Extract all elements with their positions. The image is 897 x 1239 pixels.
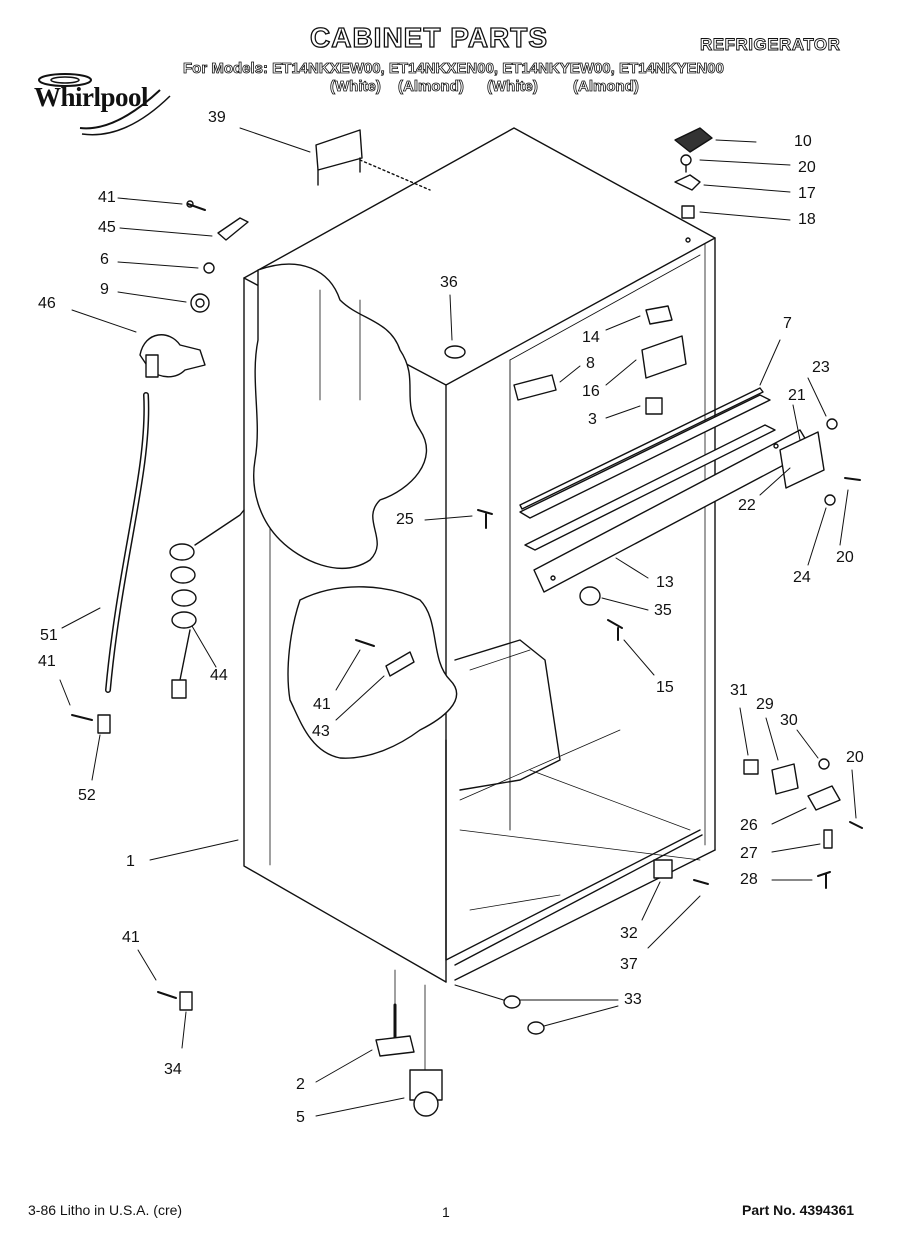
- callout-3: 3: [588, 411, 597, 428]
- callout-28: 28: [740, 871, 758, 888]
- callout-45: 45: [98, 219, 116, 236]
- callout-43: 43: [312, 723, 330, 740]
- callout-8: 8: [586, 355, 595, 372]
- color-label-4: (Almond): [573, 78, 640, 96]
- callout-21: 21: [788, 387, 806, 404]
- callout-2: 2: [296, 1076, 305, 1093]
- page-subtitle: REFRIGERATOR: [700, 35, 841, 55]
- callout-41: 41: [98, 189, 116, 206]
- footer-print-info: 3-86 Litho in U.S.A. (cre): [28, 1202, 183, 1218]
- callout-25: 25: [396, 511, 414, 528]
- callout-13: 13: [656, 574, 674, 591]
- model-list: For Models: ET14NKXEW00, ET14NKXEN00, ET…: [183, 60, 725, 78]
- callout-10: 10: [794, 133, 812, 150]
- callout-32: 32: [620, 925, 638, 942]
- top-hinge-parts: [674, 127, 713, 243]
- callout-31: 31: [730, 682, 748, 699]
- callout-41d: 41: [122, 929, 140, 946]
- callout-20c: 20: [846, 749, 864, 766]
- color-label-2: (Almond): [398, 78, 465, 96]
- callout-22: 22: [738, 497, 756, 514]
- callout-29: 29: [756, 696, 774, 713]
- callout-5: 5: [296, 1109, 305, 1126]
- callout-34: 34: [164, 1061, 182, 1078]
- callout-20b: 20: [836, 549, 854, 566]
- callout-44: 44: [210, 667, 228, 684]
- callout-18: 18: [798, 211, 816, 228]
- callout-35: 35: [654, 602, 672, 619]
- callout-20: 20: [798, 159, 816, 176]
- footer-page-number: 1: [442, 1204, 450, 1220]
- callout-37: 37: [620, 956, 638, 973]
- callout-27: 27: [740, 845, 758, 862]
- callout-7: 7: [783, 315, 792, 332]
- callout-46: 46: [38, 295, 56, 312]
- callout-1: 1: [126, 853, 135, 870]
- page-title: CABINET PARTS: [309, 21, 549, 53]
- footer-part-number: Part No. 4394361: [742, 1202, 855, 1218]
- callout-52: 52: [78, 787, 96, 804]
- callout-15: 15: [656, 679, 674, 696]
- callout-33: 33: [624, 991, 642, 1008]
- brand-logo: Whirlpool: [20, 70, 190, 148]
- small-parts: [71, 129, 863, 1117]
- callout-9: 9: [100, 281, 109, 298]
- callout-26: 26: [740, 817, 758, 834]
- logo-swirl-icon: [38, 73, 171, 136]
- callout-6: 6: [100, 251, 109, 268]
- callout-23: 23: [812, 359, 830, 376]
- callout-39: 39: [208, 109, 226, 126]
- color-label-3: (White): [487, 78, 539, 96]
- callout-14: 14: [582, 329, 600, 346]
- color-label-1: (White): [330, 78, 382, 96]
- callout-51: 51: [40, 627, 58, 644]
- callout-41c: 41: [313, 696, 331, 713]
- callout-30: 30: [780, 712, 798, 729]
- callout-24: 24: [793, 569, 811, 586]
- cabinet-shell: [243, 127, 716, 983]
- brand-wordmark: Whirlpool: [34, 82, 149, 112]
- callout-41b: 41: [38, 653, 56, 670]
- callout-16: 16: [582, 383, 600, 400]
- heater-strips: [519, 387, 813, 593]
- leader-lines: [59, 127, 857, 1117]
- callout-17: 17: [798, 185, 816, 202]
- callout-36: 36: [440, 274, 458, 291]
